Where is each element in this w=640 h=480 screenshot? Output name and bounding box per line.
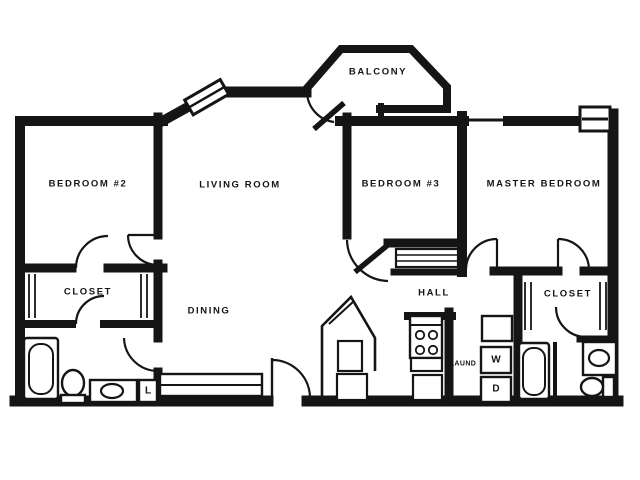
interior-walls (15, 111, 618, 406)
room-label-balcony: BALCONY (348, 66, 408, 78)
master-toilet (579, 375, 616, 399)
master-bathtub (517, 341, 551, 401)
washer-box (479, 345, 513, 375)
door-arcs (74, 233, 591, 399)
closet-rods (28, 274, 607, 330)
dryer-box (479, 375, 513, 404)
window-corner (578, 105, 612, 133)
linen-label: L (144, 385, 152, 397)
room-label-bedroom2: BEDROOM #2 (48, 178, 128, 190)
room-label-closet-right: CLOSET (543, 288, 593, 300)
room-label-master-bedroom: MASTER BEDROOM (486, 178, 602, 190)
room-label-laundry: LAUND (449, 360, 477, 368)
balcony-door (305, 91, 346, 132)
room-label-bedroom3: BEDROOM #3 (361, 178, 441, 190)
bathtub (22, 336, 60, 401)
dryer-label: D (492, 383, 500, 395)
kitchen-angled-counter (320, 294, 377, 402)
room-label-closet-left: CLOSET (63, 286, 113, 298)
linen-closet (137, 378, 159, 404)
room-label-hall: HALL (418, 287, 450, 299)
balcony-outline (302, 45, 451, 124)
laundry-shelf (480, 314, 514, 343)
sink-vanity (88, 378, 139, 404)
dining-counter (158, 372, 264, 398)
base-cabinets (409, 356, 444, 402)
room-label-living-room: LIVING ROOM (199, 179, 281, 191)
window-diagonal (182, 77, 231, 117)
washer-label: W (491, 354, 501, 366)
linen-shelves (394, 247, 460, 269)
master-sink (581, 340, 618, 377)
toilet (59, 368, 87, 405)
room-label-dining: DINING (187, 305, 231, 317)
stove-4-burner (408, 314, 444, 360)
